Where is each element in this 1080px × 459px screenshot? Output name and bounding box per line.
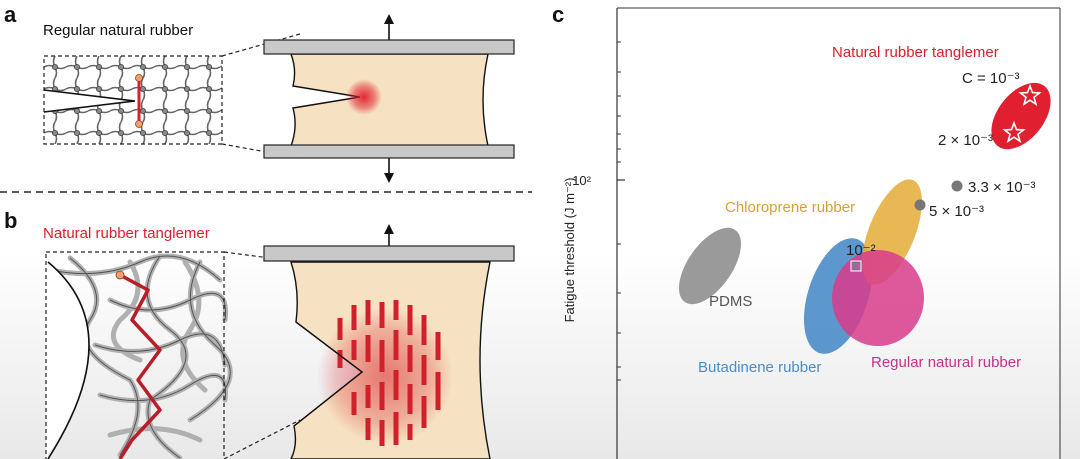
star-marker-c-1e-3 [1018,83,1042,106]
regular-natural-rubber-region [832,250,924,346]
panel-b-title: Natural rubber tanglemer [43,225,210,242]
annotation-2e-3: 2 × 10⁻³ [938,132,993,149]
chart-axes [616,7,1061,459]
star-marker-c-2e-3 [1002,120,1026,143]
point-5e-3 [914,199,926,211]
butadiene-label: Butadinene rubber [698,359,821,376]
panel-a-network-inset [43,55,223,145]
pdms-label: PDMS [709,293,752,310]
annotation-1e-2: 10⁻² [846,242,876,259]
panel-a-specimen [263,14,515,183]
tanglemer-region [991,82,1051,150]
annotation-5e-3: 5 × 10⁻³ [929,203,984,220]
regular-natural-rubber-label: Regular natural rubber [871,354,1021,371]
panel-b-zoom-line-bottom [223,419,301,459]
y-tick-label: 10² [572,173,591,188]
point-1e-2 [850,260,862,272]
annotation-c-1e-3: C = 10⁻³ [962,70,1020,87]
pdms-region [678,227,742,305]
panel-b-network-inset [45,251,233,459]
panel-a-title: Regular natural rubber [43,22,193,39]
point-3-3e-3 [951,180,963,192]
panel-b-specimen [263,224,515,459]
y-minor-ticks [617,41,621,381]
annotation-3-3e-3: 3.3 × 10⁻³ [968,179,1036,196]
panel-a-label: a [4,2,17,27]
y-axis-label: Fatigue threshold (J m⁻²) [562,178,577,323]
chloroprene-label: Chloroprene rubber [725,199,855,216]
panel-b-label: b [4,208,17,233]
tanglemer-label: Natural rubber tanglemer [832,44,999,61]
panel-c-label: c [552,2,564,27]
